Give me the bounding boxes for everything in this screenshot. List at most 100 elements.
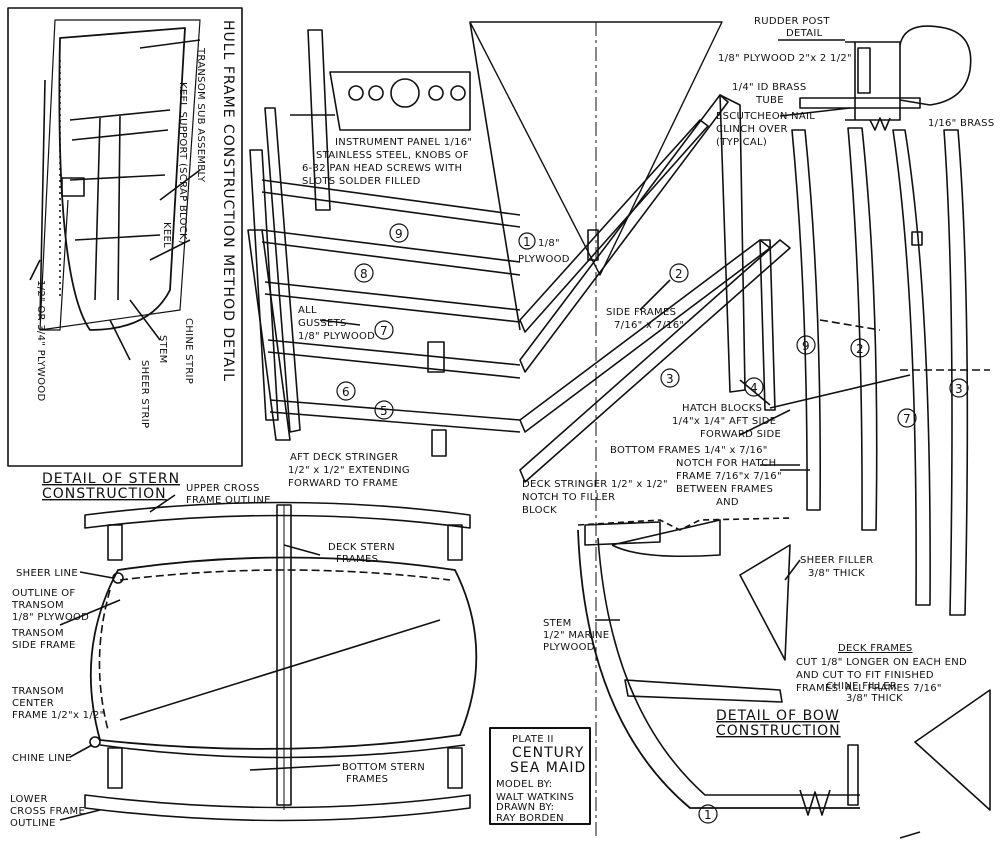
- stern-text: DETAIL OF STERN CONSTRUCTION UPPER CROSS…: [10, 471, 425, 829]
- bottom-frames: BOTTOM FRAMES 1/4" x 7/16": [610, 445, 768, 456]
- bow-title-1: DETAIL OF BOW: [716, 708, 840, 724]
- frame-6: 6: [342, 385, 350, 399]
- hatch-1: HATCH BLOCKS: [682, 403, 762, 414]
- boat-name-2: SEA MAID: [510, 760, 586, 776]
- stern-upper-1: UPPER CROSS: [186, 483, 260, 494]
- stern-center-2: CENTER: [12, 698, 54, 709]
- bow-sheer-2: 3/8" THICK: [808, 568, 865, 579]
- stern-deck-2: FRAMES: [336, 554, 378, 565]
- hull-detail-title: HULL FRAME CONSTRUCTION METHOD DETAIL: [220, 20, 236, 382]
- hull-label-transom: TRANSOM SUB ASSEMBLY: [195, 47, 206, 183]
- rudder-nail-3: (TYPICAL): [716, 137, 767, 148]
- deck-stringer-2: NOTCH TO FILLER: [522, 492, 615, 503]
- deck-frame-2: 2: [856, 342, 864, 356]
- bow-chine-1: CHINE FILLER: [826, 681, 897, 692]
- bow-stem-3: PLYWOOD: [543, 642, 595, 653]
- stern-detail: [59, 494, 478, 822]
- gussets-2: GUSSETS: [298, 318, 347, 329]
- notch-3: BETWEEN FRAMES: [676, 484, 773, 495]
- aft-deck-3: FORWARD TO FRAME: [288, 478, 398, 489]
- hatch-2: 1/4"x 1/4" AFT SIDE: [672, 416, 776, 427]
- side-frames-2: 7/16" x 7/16": [614, 320, 684, 331]
- stern-lower-3: OUTLINE: [10, 818, 56, 829]
- stern-chine-line: CHINE LINE: [12, 753, 72, 764]
- drawn-by-label: DRAWN BY:: [496, 802, 554, 813]
- deck-frames-text: 9 2 7 3 DECK FRAMES CUT 1/8" LONGER ON E…: [796, 335, 969, 694]
- stern-side-2: SIDE FRAME: [12, 640, 76, 651]
- stern-upper-2: FRAME OUTLINE: [186, 495, 271, 506]
- bow-chine-2: 3/8" THICK: [846, 693, 903, 704]
- plate-number: PLATE II: [512, 734, 554, 745]
- frame-5: 5: [380, 404, 388, 418]
- hull-detail-text: HULL FRAME CONSTRUCTION METHOD DETAIL TR…: [35, 20, 236, 428]
- gussets-3: 1/8" PLYWOOD: [298, 331, 375, 342]
- hatch-3: FORWARD SIDE: [700, 429, 781, 440]
- notch-1: NOTCH FOR HATCH: [676, 458, 776, 469]
- title-block: PLATE II CENTURY SEA MAID MODEL BY: WALT…: [496, 734, 586, 824]
- hull-frame-detail: [7, 7, 243, 467]
- plywood-word: PLYWOOD: [518, 254, 570, 265]
- stern-title-1: DETAIL OF STERN: [42, 471, 180, 487]
- aft-deck-2: 1/2" x 1/2" EXTENDING: [288, 465, 410, 476]
- rudder-nail-1: ESCUTCHEON NAIL: [716, 111, 815, 122]
- deck-frames: [760, 127, 990, 616]
- stern-lower-1: LOWER: [10, 794, 48, 805]
- bow-title-2: CONSTRUCTION: [716, 723, 841, 739]
- frame-4: 4: [750, 381, 758, 395]
- deck-frames-note-1: CUT 1/8" LONGER ON EACH END: [796, 657, 967, 668]
- panel-note-4: SLOTS SOLDER FILLED: [302, 176, 421, 187]
- deck-stringer-3: BLOCK: [522, 505, 557, 516]
- notch-2: FRAME 7/16"x 7/16": [676, 471, 782, 482]
- rudder-nail-2: CLINCH OVER: [716, 124, 788, 135]
- deck-frame-7: 7: [903, 412, 911, 426]
- bow-detail: [577, 517, 991, 816]
- hull-label-sheer: SHEER STRIP: [139, 360, 150, 428]
- rudder-text: RUDDER POST DETAIL 1/8" PLYWOOD 2"x 2 1/…: [716, 16, 994, 148]
- panel-note-3: 6-32 PAN HEAD SCREWS WITH: [302, 163, 462, 174]
- stern-deck-1: DECK STERN: [328, 542, 395, 553]
- drawn-by-name: RAY BORDEN: [496, 813, 564, 824]
- stern-title-2: CONSTRUCTION: [42, 486, 167, 502]
- center-text: INSTRUMENT PANEL 1/16" STAINLESS STEEL, …: [288, 137, 782, 516]
- hull-label-stem: STEM: [157, 335, 168, 364]
- deck-frames-note-2: AND CUT TO FIT FINISHED: [796, 670, 934, 681]
- stern-outline-1: OUTLINE OF: [12, 588, 75, 599]
- stern-center-3: FRAME 1/2"x 1/2": [12, 710, 105, 721]
- rudder-brass: 1/16" BRASS: [928, 118, 994, 129]
- rudder-plywood: 1/8" PLYWOOD 2"x 2 1/2": [718, 53, 852, 64]
- notch-4: AND: [716, 497, 739, 508]
- plywood-num: 1: [523, 235, 531, 249]
- bow-sheer-1: SHEER FILLER: [800, 555, 873, 566]
- hull-label-keel-support: KEEL SUPPORT (SCRAP BLOCK): [177, 82, 188, 244]
- rudder-title-2: DETAIL: [786, 28, 823, 39]
- deck-frames-title: DECK FRAMES: [838, 643, 912, 654]
- stern-bottom-1: BOTTOM STERN: [342, 762, 425, 773]
- boat-name-1: CENTURY: [512, 745, 584, 761]
- model-by-name: WALT WATKINS: [496, 792, 574, 803]
- stern-sheer-line: SHEER LINE: [16, 568, 78, 579]
- plywood-thickness: 1/8": [538, 238, 560, 249]
- bow-stem-1: STEM: [543, 618, 572, 629]
- model-by-label: MODEL BY:: [496, 779, 552, 790]
- stern-side-1: TRANSOM: [11, 628, 64, 639]
- panel-note-1: INSTRUMENT PANEL 1/16": [335, 137, 472, 148]
- aft-deck-1: AFT DECK STRINGER: [290, 452, 398, 463]
- frame-7: 7: [380, 324, 388, 338]
- hull-label-chine: CHINE STRIP: [183, 318, 194, 384]
- frame-8: 8: [360, 267, 368, 281]
- frame-9: 9: [395, 227, 403, 241]
- hull-label-keel: KEEL: [161, 222, 172, 248]
- stern-lower-2: CROSS FRAME: [10, 806, 85, 817]
- rudder-title-1: RUDDER POST: [754, 16, 830, 27]
- title-block-frame: [489, 727, 591, 825]
- rudder-tube-1: 1/4" ID BRASS: [732, 82, 807, 93]
- bow-frame-1: 1: [704, 808, 712, 822]
- rudder-tube-2: TUBE: [755, 95, 784, 106]
- stern-center-1: TRANSOM: [11, 686, 64, 697]
- bow-text: DETAIL OF BOW CONSTRUCTION STEM 1/2" MAR…: [543, 555, 903, 824]
- side-frames-1: SIDE FRAMES: [606, 307, 676, 318]
- stern-outline-2: TRANSOM: [11, 600, 64, 611]
- deck-frames-note-3: FRAMES. ALL FRAMES 7/16": [796, 683, 942, 694]
- panel-note-2: STAINLESS STEEL, KNOBS OF: [316, 150, 469, 161]
